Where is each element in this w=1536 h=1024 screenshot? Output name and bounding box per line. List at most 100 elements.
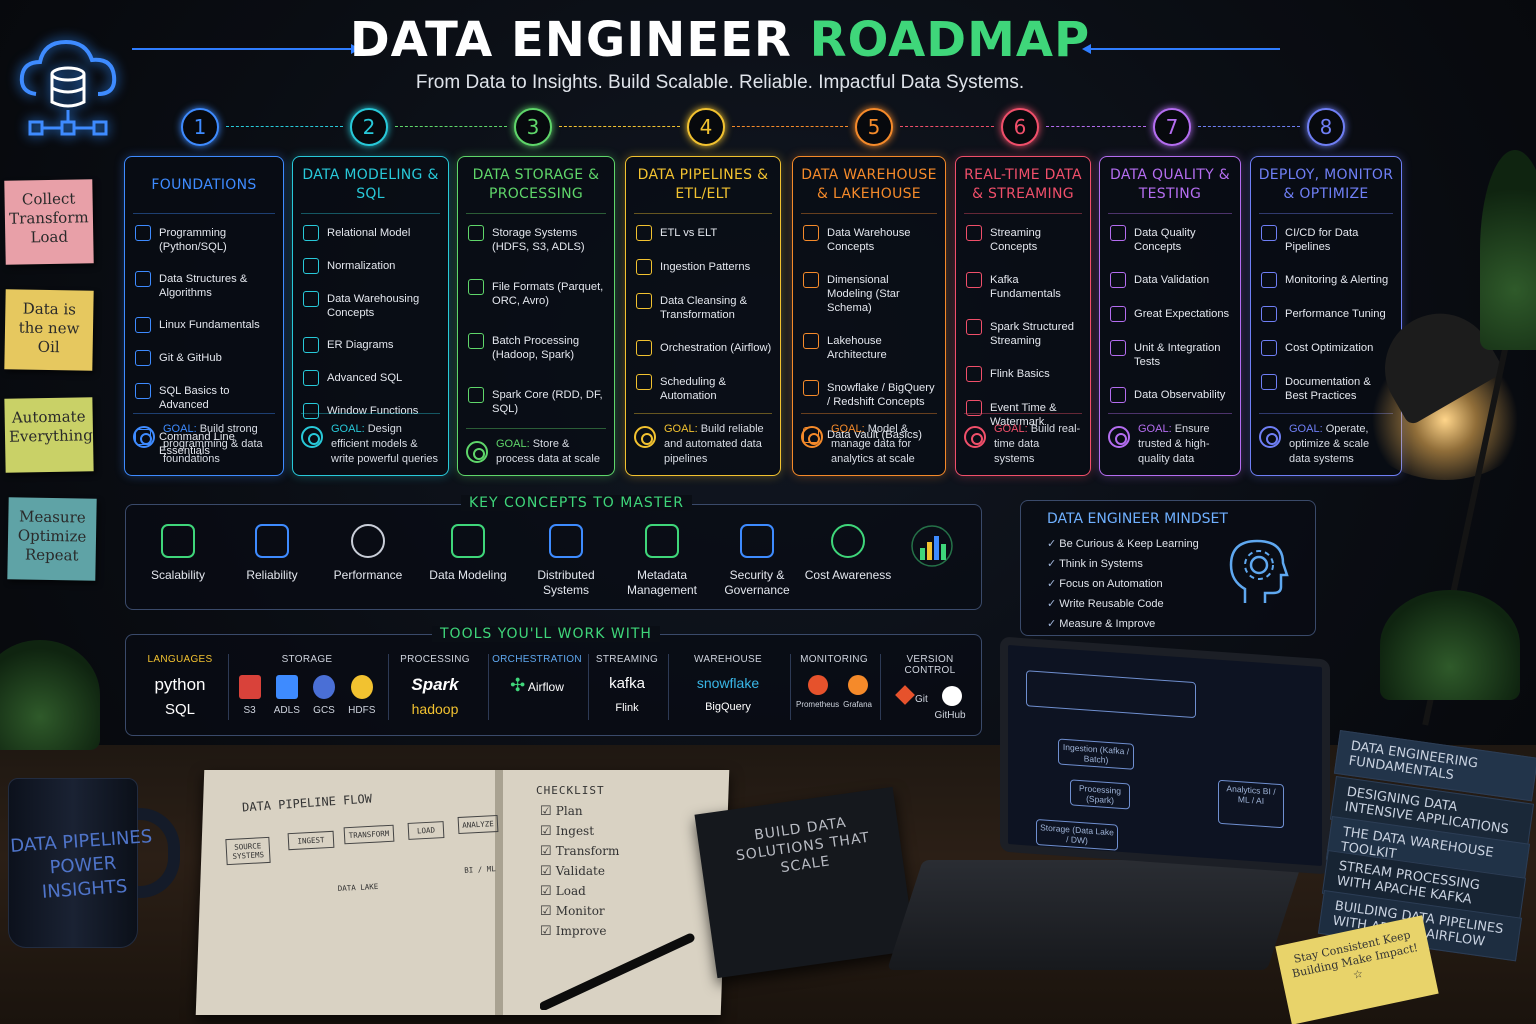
scale-arrows-icon (161, 524, 195, 558)
concept-item: Performance (320, 524, 416, 583)
topic-icon (303, 225, 319, 241)
laptop-screen: Ingestion (Kafka / Batch) Processing (Sp… (1000, 636, 1330, 875)
topic-icon (135, 317, 151, 333)
topic-label: Event Time & Watermark (990, 402, 1057, 428)
topic-item: Unit & Integration Tests (1110, 340, 1232, 369)
concept-label: Cost Awareness (804, 568, 892, 582)
step-number: 5 (855, 108, 893, 146)
title-arrow-right (1082, 44, 1280, 54)
topic-icon (1261, 340, 1277, 356)
step-connector (1046, 126, 1146, 127)
topic-icon (803, 333, 819, 349)
topic-label: Flink Basics (990, 368, 1050, 380)
topic-item: Snowflake / BigQuery / Redshift Concepts (803, 380, 937, 409)
target-icon (466, 441, 488, 463)
topic-label: Data Validation (1134, 274, 1210, 286)
topic-label: Relational Model (327, 227, 411, 239)
topic-icon (303, 337, 319, 353)
concept-item: Metadata Management (614, 524, 710, 598)
tools-processing: PROCESSING Spark hadoop (392, 654, 478, 717)
topic-icon (468, 279, 484, 295)
git-label: Git (915, 693, 928, 705)
flow-node: SOURCE SYSTEMS (225, 836, 271, 866)
card-divider (634, 213, 772, 214)
topic-icon (966, 225, 982, 241)
topic-item: Scheduling & Automation (636, 374, 772, 403)
concept-item: Data Modeling (420, 524, 516, 583)
topic-item: Event Time & Watermark (966, 400, 1082, 429)
flow-node: LOAD (407, 821, 445, 840)
laptop-node: Processing (Spark) (1070, 779, 1130, 810)
adls-icon: ADLS (274, 675, 300, 716)
topic-icon (468, 387, 484, 403)
topic-item: Programming (Python/SQL) (135, 225, 275, 254)
topic-icon (135, 225, 151, 241)
tools-orchestration: ORCHESTRATION ✣ Airflow (492, 654, 582, 696)
step-number: 1 (181, 108, 219, 146)
laptop-node: Analytics BI / ML / AI (1218, 779, 1284, 829)
card-divider (133, 213, 275, 214)
card-topics: Programming (Python/SQL) Data Structures … (125, 214, 283, 458)
goal-text: GOAL: Operate, optimize & scale data sys… (1289, 422, 1393, 467)
topic-icon (1110, 272, 1126, 288)
topic-item: Orchestration (Airflow) (636, 340, 772, 356)
mug-text: DATA PIPELINES POWER INSIGHTS (9, 826, 153, 903)
concept-label: Performance (333, 568, 403, 582)
pen-icon (540, 933, 695, 1010)
topic-label: Data Structures & Algorithms (159, 273, 248, 299)
topic-item: Data Cleansing & Transformation (636, 293, 772, 322)
topic-label: Data Warehouse Concepts (827, 227, 911, 253)
topic-item: Window Functions (303, 403, 440, 419)
topic-label: Advanced SQL (327, 372, 403, 384)
card-goal: GOAL: Model & manage data for analytics … (801, 413, 937, 467)
concept-label: Reliability (246, 568, 298, 582)
topic-icon (303, 403, 319, 419)
topic-label: Scheduling & Automation (660, 376, 726, 402)
key-concepts-title: KEY CONCEPTS TO MASTER (461, 495, 692, 511)
card-title: DATA PIPELINES & ETL/ELT (637, 167, 769, 202)
topic-label: Ingestion Patterns (660, 261, 751, 273)
topic-item: Advanced SQL (303, 370, 440, 386)
checklist-item: Plan (540, 804, 619, 819)
topic-label: Window Functions (327, 405, 419, 417)
topic-icon (966, 366, 982, 382)
target-icon (964, 426, 986, 448)
topic-label: Storage Systems (HDFS, S3, ADLS) (492, 227, 585, 253)
checklist-item: Validate (540, 864, 619, 879)
step-connector (1198, 126, 1300, 127)
shield-check-icon (740, 524, 774, 558)
sticky-note: Data is the new Oil (4, 289, 94, 371)
topic-item: Cost Optimization (1261, 340, 1393, 356)
topic-label: Data Warehousing Concepts (327, 293, 420, 319)
target-icon (634, 426, 656, 448)
topic-label: Monitoring & Alerting (1285, 274, 1389, 286)
topic-icon (803, 272, 819, 288)
tools-title: TOOLS YOU'LL WORK WITH (432, 626, 660, 642)
topic-icon (303, 291, 319, 307)
topic-label: Programming (Python/SQL) (159, 227, 227, 253)
topic-item: File Formats (Parquet, ORC, Avro) (468, 279, 606, 308)
topic-icon (135, 271, 151, 287)
laptop-node: Storage (Data Lake / DW) (1036, 818, 1118, 851)
checklist-title: CHECKLIST (536, 784, 605, 797)
topic-item: Flink Basics (966, 366, 1082, 382)
tools-version-control: VERSION CONTROL Git GitHub (884, 654, 976, 721)
topic-icon (1261, 306, 1277, 322)
card-goal: GOAL: Operate, optimize & scale data sys… (1259, 413, 1393, 467)
card-divider (964, 213, 1082, 214)
grafana-label: Grafana (843, 700, 872, 709)
topic-item: Data Validation (1110, 272, 1232, 288)
bigquery-logo: BigQuery (705, 701, 751, 713)
topic-label: Spark Structured Streaming (990, 321, 1074, 347)
bar-chart-icon (911, 525, 953, 567)
topic-label: Streaming Concepts (990, 227, 1041, 253)
flow-node: DATA LAKE (337, 881, 379, 894)
book (694, 786, 916, 979)
card-divider (801, 213, 937, 214)
title-accent: ROADMAP (809, 12, 1091, 68)
topic-item: Dimensional Modeling (Star Schema) (803, 272, 937, 315)
topic-item: Monitoring & Alerting (1261, 272, 1393, 288)
